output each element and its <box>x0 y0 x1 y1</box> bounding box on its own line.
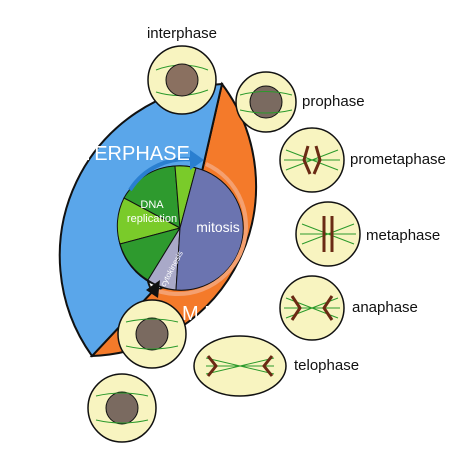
cycle-arrow-blue <box>128 157 197 192</box>
dna-label-1: DNA <box>140 199 164 211</box>
label-prometaphase: prometaphase <box>350 151 446 168</box>
arrow-head-orange <box>146 280 160 298</box>
label-telophase: telophase <box>294 357 359 374</box>
cell-daughter-2 <box>87 373 157 443</box>
cell-metaphase <box>295 201 361 267</box>
label-anaphase: anaphase <box>352 299 418 316</box>
mitosis-slice <box>175 167 244 291</box>
cell-anaphase <box>279 275 345 341</box>
cycle-arrow-orange <box>149 162 248 296</box>
label-interphase: interphase <box>147 25 217 42</box>
m-phase-band-label: M PHASE <box>182 303 272 325</box>
cell-prometaphase <box>279 127 345 193</box>
cell-prophase <box>235 71 297 133</box>
interphase-band-label: INTERPHASE <box>62 143 190 165</box>
inner-pie <box>116 165 244 291</box>
dna-label-2: replication <box>127 213 177 225</box>
label-metaphase: metaphase <box>366 227 440 244</box>
mitosis-label: mitosis <box>196 219 240 235</box>
label-prophase: prophase <box>302 93 365 110</box>
cell-telophase <box>193 335 287 397</box>
arrow-head-blue <box>190 150 204 170</box>
cell-interphase <box>147 45 217 115</box>
cell-daughter-1 <box>117 299 187 369</box>
